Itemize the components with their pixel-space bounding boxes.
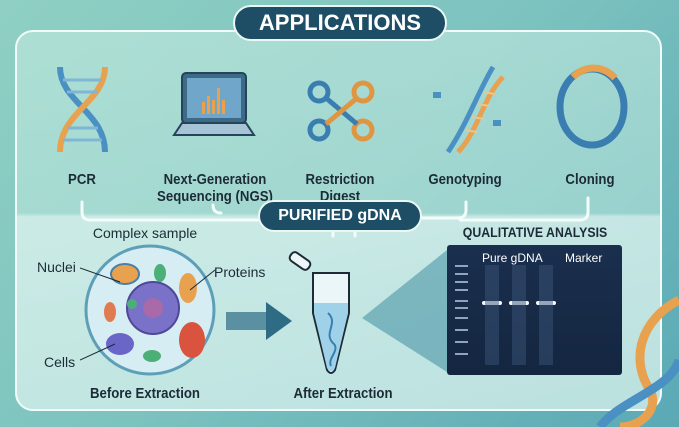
- lane-label-marker: Marker: [565, 251, 603, 265]
- app-label-pcr: PCR: [68, 171, 96, 188]
- nuclei-label: Nuclei: [37, 259, 76, 275]
- before-extraction-caption: Before Extraction: [89, 385, 201, 402]
- scissors-icon: [307, 80, 375, 142]
- lane-label-pure-gdna: Pure gDNA: [482, 251, 543, 265]
- dna-helix-icon: [57, 66, 108, 153]
- magnify-beam: [362, 250, 447, 372]
- corner-dna-helix-icon: [596, 295, 679, 427]
- gel-image: Pure gDNA Marker: [447, 245, 622, 375]
- cell-illustration: [80, 244, 216, 376]
- plasmid-ring-icon: [556, 64, 628, 149]
- app-label-ngs-line1: Next-Generation: [163, 171, 267, 188]
- gel-bands: [455, 265, 556, 365]
- cells-label: Cells: [44, 354, 76, 370]
- app-label-ngs-line2: Sequencing (NGS): [157, 188, 273, 205]
- dna-strand-icon: [433, 65, 505, 154]
- app-label-genotyping: Genotyping: [428, 171, 502, 188]
- microtube-icon: [288, 251, 350, 374]
- after-extraction-caption: After Extraction: [293, 385, 393, 402]
- laptop-chart-icon: [172, 72, 256, 136]
- applications-title: APPLICATIONS: [233, 5, 447, 41]
- proteins-label: Proteins: [214, 264, 266, 280]
- app-label-restriction-line1: Restriction: [305, 171, 375, 188]
- qualitative-analysis-title: QUALITATIVE ANALYSIS: [462, 224, 608, 240]
- complex-sample-label: Complex sample: [92, 225, 198, 241]
- purified-gdna-title: PURIFIED gDNA: [258, 200, 422, 232]
- app-label-cloning: Cloning: [565, 171, 615, 188]
- right-arrow-icon: [226, 302, 292, 340]
